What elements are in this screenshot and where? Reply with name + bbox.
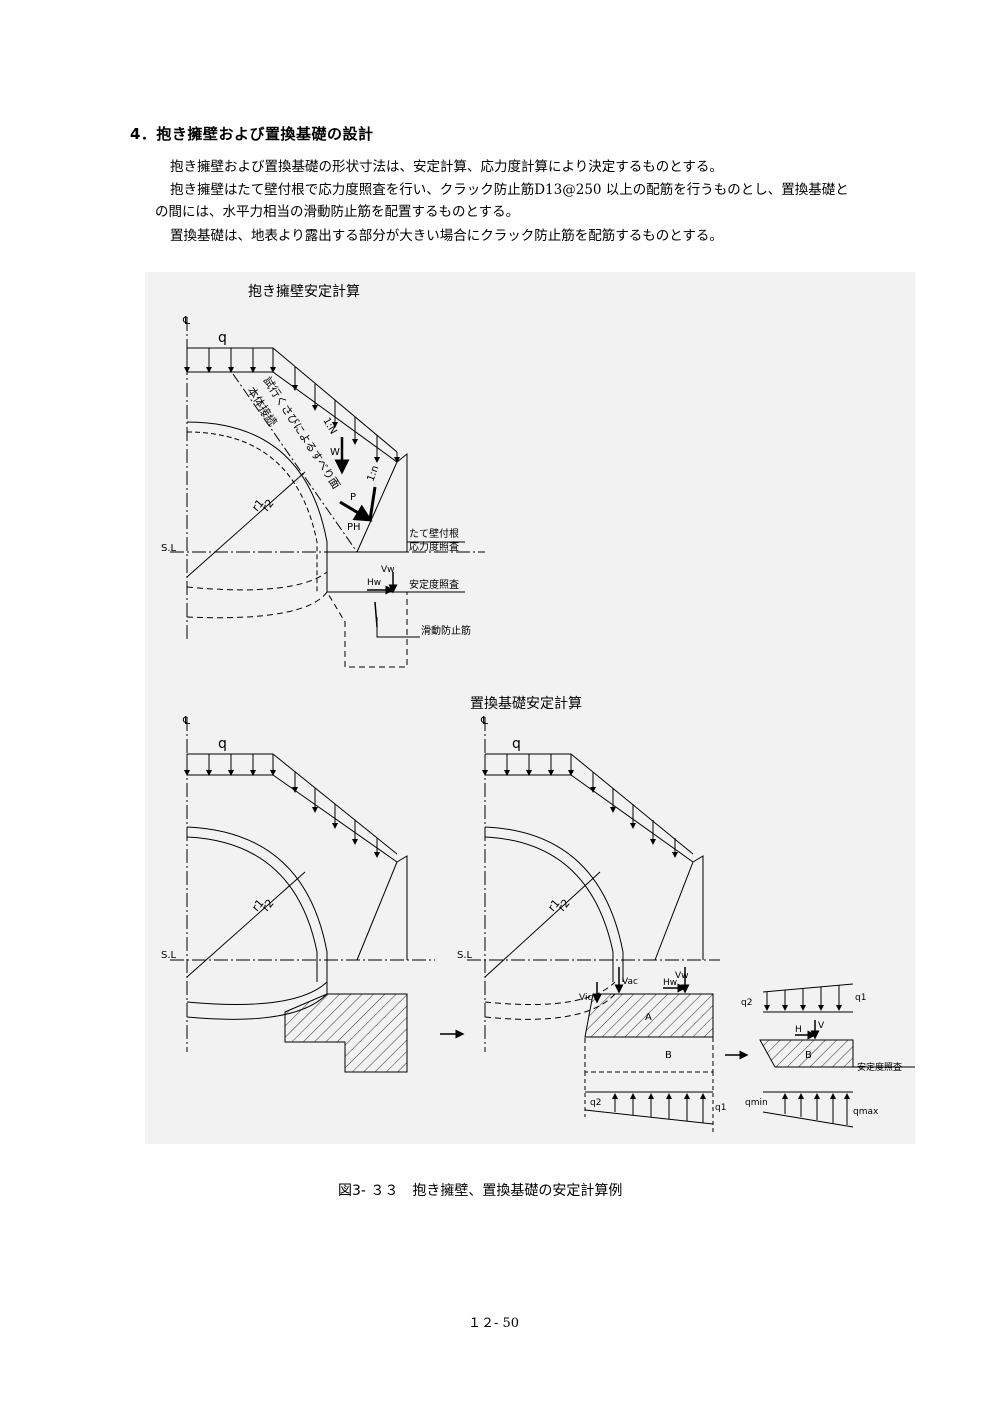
q2-label-bm: q2 <box>590 1098 601 1108</box>
check-stress-2: 応力度照査 <box>409 540 459 553</box>
cl-mark-bl: ℄ <box>182 714 190 727</box>
title-top: 抱き擁壁安定計算 <box>248 284 360 300</box>
paragraph-3: 置換基礎は、地表より露出する部分が大きい場合にクラック防止筋を配筋するものとする… <box>170 228 723 244</box>
sl-label-bl: S.L <box>161 950 177 961</box>
reaction-arrows-br <box>782 1093 850 1125</box>
title-bottom: 置換基礎安定計算 <box>470 695 582 712</box>
section-heading: 4．抱き擁壁および置換基礎の設計 <box>130 125 374 143</box>
sliding-bar-label: 滑動防止筋 <box>421 624 471 637</box>
vw-label-bm: Vw <box>675 971 689 981</box>
check-stability-top: 安定度照査 <box>409 578 459 591</box>
w-label: W <box>330 447 340 458</box>
paragraph-2-line-2: の間には、水平力相当の滑動防止筋を配置するものとする。 <box>155 204 520 220</box>
hw-label-top: Hw <box>367 578 381 588</box>
paragraph-2-line-1: 抱き擁壁はたて壁付根で応力度照査を行い、クラック防止筋D13@250 以上の配筋… <box>170 182 849 198</box>
label-b-middle: B <box>665 1050 672 1061</box>
sl-label-top: S.L <box>161 543 177 554</box>
check-stability-bottom: 安定度照査 <box>857 1061 902 1073</box>
load-q-label: q <box>218 330 227 346</box>
qmax-label: qmax <box>853 1107 879 1117</box>
page-number: １２- 50 <box>468 1316 520 1331</box>
vw-label-top: Vw <box>381 565 395 575</box>
load-arrows-br <box>764 985 842 1011</box>
stability-figure: 抱き擁壁安定計算 ℄ q <box>145 272 915 1144</box>
vac-label: Vac <box>622 977 638 987</box>
h-label: H <box>795 1025 802 1035</box>
foundation-diagram-right: q2 q1 B H V 安定度照査 qmin qmax <box>741 983 915 1128</box>
reaction-arrows-bm <box>612 1093 706 1123</box>
cl-mark-bm: ℄ <box>480 714 488 727</box>
vic-label: Vic <box>579 993 592 1003</box>
foundation-diagram-left: 置換基礎安定計算 ℄ q r1 r2 S.L <box>161 695 582 1073</box>
q1-label-bm: q1 <box>715 1103 726 1113</box>
q1-label-br: q1 <box>855 993 866 1003</box>
check-stress-1: たて壁付根 <box>409 527 459 540</box>
v-label: V <box>818 1021 825 1031</box>
pa-label: P <box>350 492 356 503</box>
figure-caption: 図3- ３３ 抱き擁壁、置換基礎の安定計算例 <box>338 1183 623 1199</box>
load-arrows-bm <box>482 754 678 858</box>
q-label-bm: q <box>512 736 521 752</box>
figure-background <box>145 272 915 1144</box>
qmin-label: qmin <box>745 1098 768 1108</box>
cl-mark: ℄ <box>182 314 190 327</box>
label-b-right: B <box>805 1050 812 1061</box>
hw-label-bm: Hw <box>663 978 677 988</box>
sl-label-bm: S.L <box>457 950 473 961</box>
q-label-bl: q <box>218 736 227 752</box>
label-a: A <box>645 1012 652 1023</box>
foundation-diagram-middle: ℄ q r1 r2 S.L A B <box>457 714 749 1132</box>
q2-label-br: q2 <box>741 998 752 1008</box>
paragraph-1: 抱き擁壁および置換基礎の形状寸法は、安定計算、応力度計算により決定するものとする… <box>170 159 723 175</box>
ph-label: PH <box>347 522 361 533</box>
one-n-lower: 1:n <box>365 464 381 483</box>
load-arrows-top <box>184 348 400 463</box>
